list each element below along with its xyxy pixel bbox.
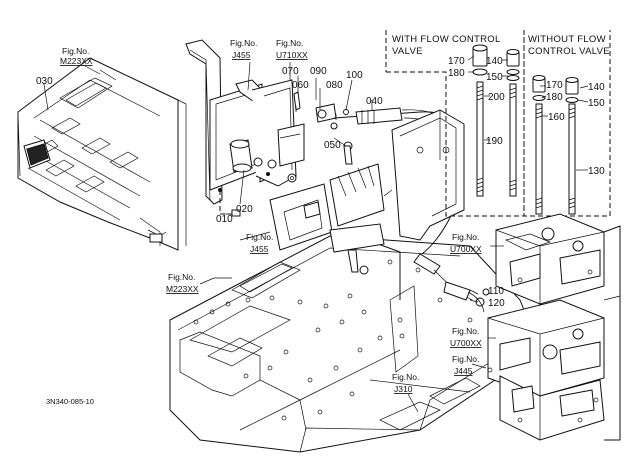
part-number: 030 — [36, 76, 53, 87]
with-flow-line-1: WITH FLOW CONTROL — [392, 34, 501, 45]
part-number: 170 — [546, 80, 563, 91]
fig-ref-code: U700XX — [450, 338, 482, 348]
part-number: 130 — [588, 166, 605, 177]
part-number: 080 — [326, 80, 343, 91]
fig-ref-code: M223XX — [60, 56, 93, 66]
fig-ref-u700-top: Fig.No. U700XX — [450, 232, 482, 254]
fig-ref-label: Fig.No. — [246, 232, 273, 242]
control-lever-assembly — [185, 39, 349, 217]
part-number: 070 — [282, 66, 299, 77]
fig-ref-j445: Fig.No. J445 — [452, 354, 479, 376]
fig-ref-label: Fig.No. — [452, 326, 479, 336]
main-deck — [169, 229, 541, 453]
left-floor-panel — [17, 57, 187, 251]
fig-ref-j310: Fig.No. J310 — [392, 372, 419, 394]
part-number: 140 — [486, 56, 503, 67]
part-number: 090 — [310, 66, 327, 77]
fig-ref-u700-bot: Fig.No. U700XX — [450, 326, 482, 348]
part-number: 140 — [588, 82, 605, 93]
part-number: 170 — [448, 56, 465, 67]
fig-ref-j455-mid: Fig.No. J455 — [246, 232, 273, 254]
fig-ref-code: J445 — [454, 366, 473, 376]
fig-ref-label: Fig.No. — [276, 38, 303, 48]
part-number: 110 — [488, 286, 504, 297]
part-number: 010 — [216, 214, 233, 225]
part-number: 190 — [486, 136, 503, 147]
part-number: 100 — [346, 70, 363, 81]
part-number: 020 — [236, 204, 253, 215]
fig-ref-code: J455 — [232, 50, 251, 60]
leader-lines — [43, 55, 589, 413]
fig-ref-u710: Fig.No. U710XX — [276, 38, 308, 60]
with-flow-header: WITH FLOW CONTROL VALVE — [392, 34, 501, 57]
part-number: 050 — [324, 140, 341, 151]
fig-ref-m223-top: Fig.No. M223XX — [60, 46, 93, 66]
fig-ref-code: J310 — [394, 384, 413, 394]
without-flow-line-1: WITHOUT FLOW — [528, 34, 606, 45]
fig-ref-code: M223XX — [166, 284, 199, 294]
fig-ref-label: Fig.No. — [230, 38, 257, 48]
part-number: 040 — [366, 96, 383, 107]
part-number: 200 — [488, 92, 505, 103]
part-number: 180 — [448, 68, 465, 79]
part-number: 120 — [488, 298, 505, 309]
option-frames — [385, 30, 611, 217]
with-flow-line-2: VALVE — [392, 46, 423, 57]
without-flow-line-2: CONTROL VALVE — [528, 46, 610, 57]
fig-ref-code: U700XX — [450, 244, 482, 254]
without-flow-parts — [532, 75, 579, 215]
fig-ref-label: Fig.No. — [168, 272, 195, 282]
control-valve-stack — [487, 213, 621, 441]
with-flow-parts — [472, 44, 520, 197]
fig-ref-code: U710XX — [276, 50, 308, 60]
part-number: 160 — [548, 112, 565, 123]
part-number: 150 — [588, 98, 605, 109]
part-numbers: 030 070 090 100 060 080 040 050 010 020 … — [36, 56, 605, 309]
part-number: 180 — [546, 92, 563, 103]
part-number: 150 — [486, 72, 503, 83]
fig-ref-label: Fig.No. — [452, 232, 479, 242]
fig-ref-m223-mid: Fig.No. M223XX — [166, 272, 199, 294]
without-flow-header: WITHOUT FLOW CONTROL VALVE — [528, 34, 610, 57]
fig-ref-label: Fig.No. — [62, 46, 89, 56]
fig-ref-j455-top: Fig.No. J455 — [230, 38, 257, 60]
part-number: 060 — [292, 80, 309, 91]
fig-ref-label: Fig.No. — [392, 372, 419, 382]
fig-ref-label: Fig.No. — [452, 354, 479, 364]
drawing-code: 3N340-085-10 — [46, 397, 94, 406]
fig-ref-code: J455 — [250, 244, 269, 254]
